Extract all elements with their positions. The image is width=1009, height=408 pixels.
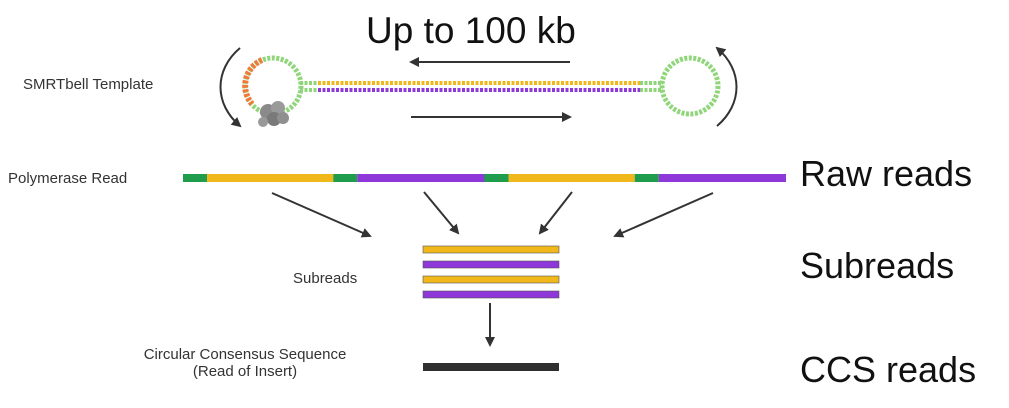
split-arrow-1: [271, 192, 372, 238]
polymerase-segment-green: [484, 174, 509, 182]
rotation-arrow-right: [715, 46, 738, 127]
split-arrow-3: [538, 191, 573, 235]
right-adapter-loop: [659, 55, 721, 117]
polymerase-segment-green: [634, 174, 659, 182]
polymerase-segment-yellow: [207, 174, 334, 182]
split-arrow-2: [423, 191, 460, 235]
polymerase-blob: [258, 101, 289, 127]
polymerase-segment-purple: [357, 174, 485, 182]
split-arrow-4: [613, 192, 714, 238]
subread-bar-1: [422, 245, 560, 254]
subread-split-arrows: [271, 191, 714, 238]
ccs-reads-category: CCS reads: [800, 349, 977, 390]
smrtbell-template-label: SMRTbell Template: [23, 76, 154, 93]
subreads-label: Subreads: [293, 270, 358, 287]
polymerase-segment-purple: [658, 174, 786, 182]
subread-bar-4: [422, 290, 560, 299]
polymerase-read-bar: [183, 174, 786, 182]
subreads-category: Subreads: [800, 245, 955, 286]
ccs-label: Circular Consensus Sequence (Read of Ins…: [110, 346, 380, 380]
ccs-read-bar: [423, 363, 559, 371]
subread-bar-2: [422, 260, 560, 269]
subread-bar-3: [422, 275, 560, 284]
raw-reads-category: Raw reads: [800, 153, 973, 194]
ccs-label-line1: Circular Consensus Sequence: [143, 346, 347, 363]
diagram-title: Up to 100 kb: [366, 10, 576, 51]
rotation-arrow-left: [219, 47, 242, 128]
polymerase-segment-green: [333, 174, 358, 182]
polymerase-segment-yellow: [508, 174, 635, 182]
left-adapter-orange-segment: [242, 57, 264, 106]
polymerase-segment-green: [183, 174, 208, 182]
polymerase-read-label: Polymerase Read: [8, 170, 128, 187]
subreads-stack: [422, 245, 560, 299]
smrtbell-template: [219, 46, 738, 128]
ccs-label-line2: (Read of Insert): [192, 363, 298, 380]
